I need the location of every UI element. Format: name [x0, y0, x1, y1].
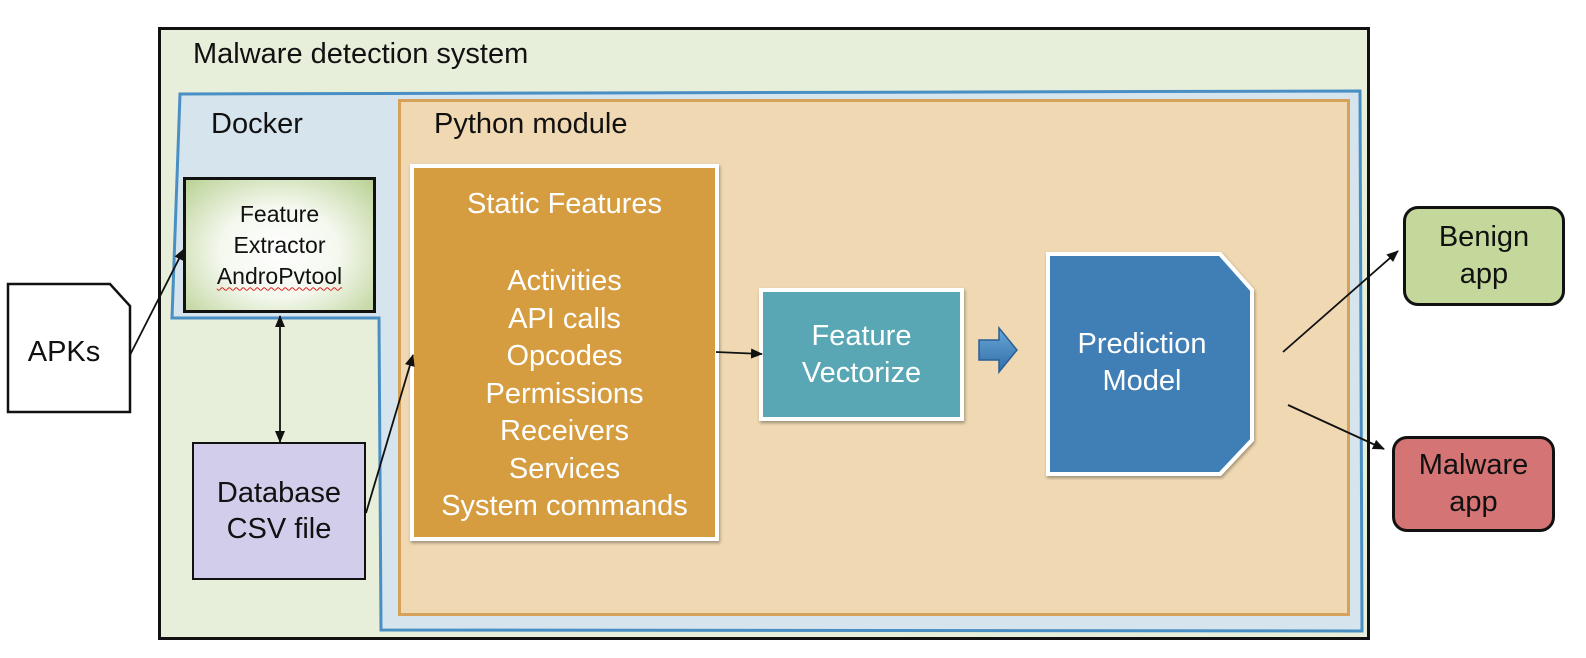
python-module-title: Python module	[434, 108, 628, 140]
malware-line-1: Malware	[1418, 449, 1529, 481]
static-feature-item: System commands	[441, 490, 688, 522]
prediction-model-shape	[1046, 252, 1254, 476]
benign-line-2: app	[1459, 258, 1509, 290]
malware-line-2: app	[1449, 486, 1498, 518]
vectorize-line-1: Feature	[811, 319, 912, 352]
database-box: Database CSV file	[192, 442, 366, 580]
model-line-1: Prediction	[1077, 328, 1207, 360]
extractor-line-2: Extractor	[233, 231, 326, 258]
static-feature-item: API calls	[508, 302, 621, 335]
apks-document-shape	[6, 282, 132, 414]
vectorize-line-2: Vectorize	[801, 356, 922, 389]
static-feature-item: Services	[508, 452, 621, 485]
apks-label: APKs	[27, 336, 101, 368]
feature-extractor-box: Feature Extractor AndroPvtool	[183, 177, 376, 313]
static-feature-item: Permissions	[485, 377, 644, 410]
system-title: Malware detection system	[193, 38, 529, 70]
extractor-tool-name: AndroPvtool	[216, 262, 343, 289]
model-line-2: Model	[1102, 365, 1182, 397]
extractor-line-1: Feature	[239, 200, 320, 227]
static-features-list: Activities API calls Opcodes Permissions…	[414, 263, 715, 526]
feature-vectorize-box: Feature Vectorize	[759, 288, 964, 421]
database-line-1: Database	[216, 477, 342, 509]
static-feature-item: Activities	[507, 265, 622, 297]
benign-line-1: Benign	[1438, 221, 1530, 253]
docker-title: Docker	[211, 108, 303, 140]
database-line-2: CSV file	[226, 513, 332, 545]
static-features-title: Static Features	[466, 188, 663, 220]
static-feature-item: Receivers	[500, 415, 629, 447]
malware-app-box: Malware app	[1392, 436, 1555, 532]
static-features-box: Static Features Activities API calls Opc…	[410, 164, 719, 541]
static-feature-item: Opcodes	[506, 340, 623, 372]
benign-app-box: Benign app	[1403, 206, 1565, 306]
prediction-model-label: Prediction Model	[1044, 326, 1240, 400]
